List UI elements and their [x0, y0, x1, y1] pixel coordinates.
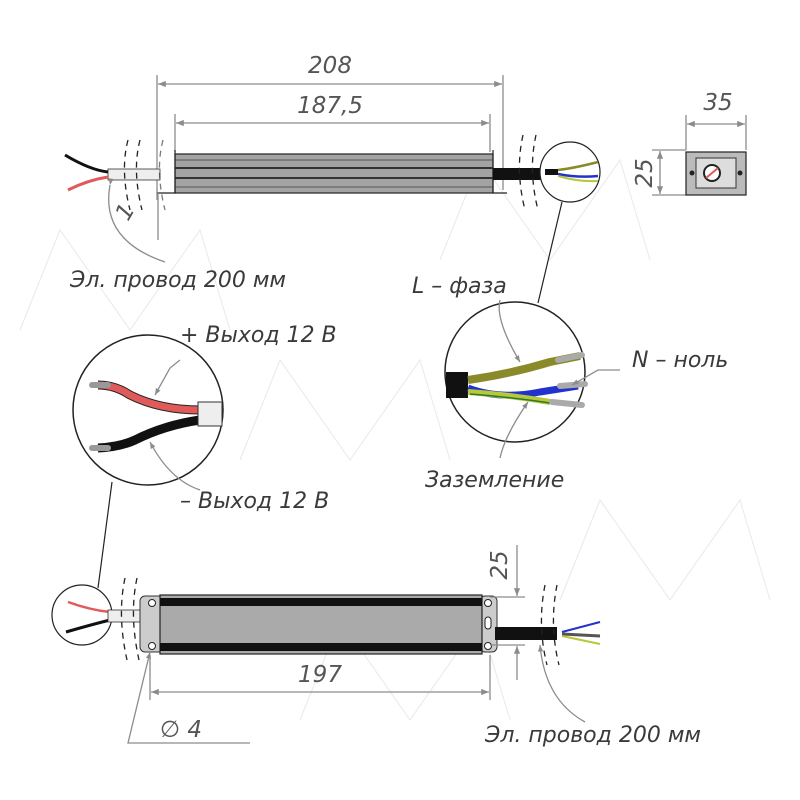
- dim-25-end: 25: [632, 158, 658, 187]
- dim-1: 1: [111, 199, 141, 225]
- dim-35: 35: [703, 90, 732, 116]
- bottom-view: 25 197 ∅ 4 Эл. провод 200 мм: [51, 545, 701, 748]
- mounting-hole: [484, 642, 492, 650]
- dim-25-bottom: 25: [487, 550, 513, 579]
- dim-197: 197: [298, 662, 342, 688]
- input-detail-callout: [539, 141, 601, 203]
- minus-output-label: – Выход 12 В: [180, 489, 329, 514]
- output-detail-callout: [51, 584, 113, 646]
- mounting-hole: [484, 599, 492, 607]
- output-wires-detail: + Выход 12 В – Выход 12 В: [72, 323, 337, 589]
- dim-208: 208: [308, 53, 352, 79]
- neutral-label: N – ноль: [632, 348, 728, 373]
- mounting-hole: [148, 599, 156, 607]
- ground-label: Заземление: [425, 468, 564, 493]
- plus-output-label: + Выход 12 В: [180, 323, 337, 348]
- input-wires-detail: L – фаза N – ноль Заземление: [412, 274, 728, 493]
- output-cable-sheath: [107, 168, 161, 181]
- top-cable-label: Эл. провод 200 мм: [69, 268, 286, 293]
- mounting-hole: [148, 642, 156, 650]
- bottom-cable-label: Эл. провод 200 мм: [484, 723, 701, 748]
- end-view: 35 25: [632, 90, 747, 196]
- bottom-input-cable: [495, 627, 557, 640]
- top-view: 208 187,5 1 Эл. провод 200 мм: [64, 53, 601, 304]
- dim-187-5: 187,5: [297, 93, 363, 119]
- hole-diameter: ∅ 4: [160, 717, 202, 743]
- phase-label: L – фаза: [412, 274, 507, 299]
